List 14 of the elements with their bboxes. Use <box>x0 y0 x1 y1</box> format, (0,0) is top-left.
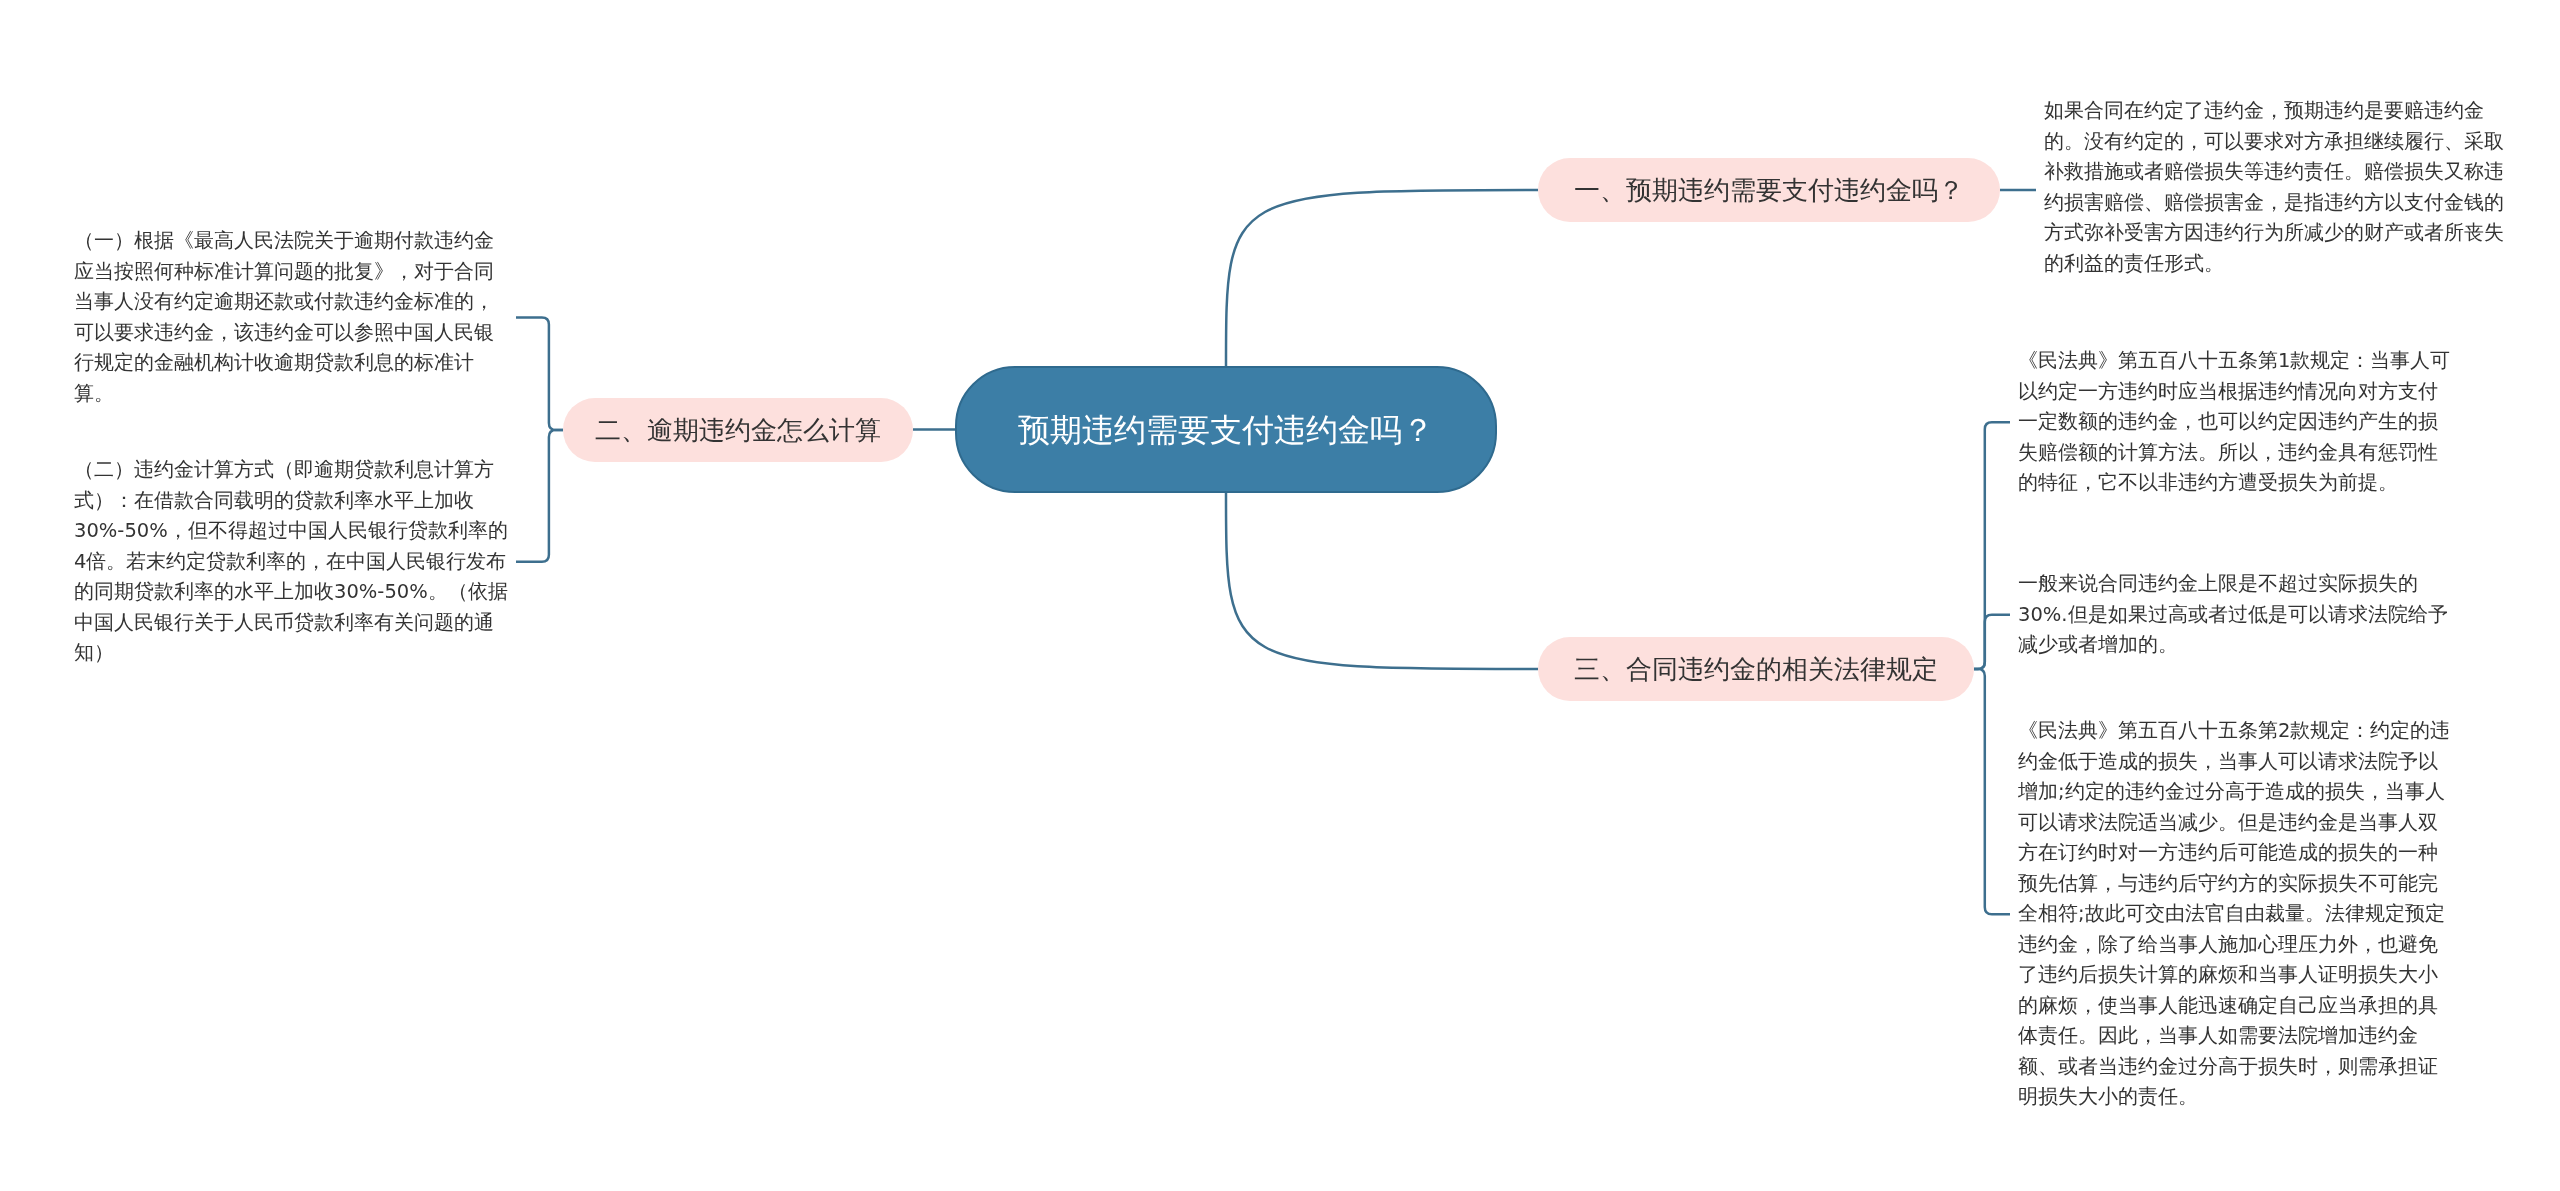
central-topic: 预期违约需要支付违约金吗？ <box>955 366 1497 493</box>
connector-line <box>2000 188 2036 192</box>
topic-pill: 三、合同违约金的相关法律规定 <box>1538 637 1974 701</box>
connector-line <box>1224 188 1538 366</box>
note-text: 如果合同在约定了违约金，预期违约是要赔违约金的。没有约定的，可以要求对方承担继续履行、采取补救措施或者赔偿损失等违约责任。赔偿损失又称违约损害赔偿、赔偿损害金，是指违约方以支付金钱的方式弥补受害方因违约行为所减少的财产或者所丧失的利益的责任形式。 <box>2036 92 2516 283</box>
topic-pill: 二、逾期违约金怎么计算 <box>563 398 913 462</box>
note-text: 《民法典》第五百八十五条第1款规定：当事人可以约定一方违约时应当根据违约情况向对方支付一定数额的违约金，也可以约定因违约产生的损失赔偿额的计算方法。所以，违约金具有惩罚性的特征，它不以非违约方遭受损失为前提。 <box>2010 342 2460 503</box>
note-text: （二）违约金计算方式（即逾期贷款利息计算方式）：在借款合同载明的贷款利率水平上加收30%-50%，但不得超过中国人民银行贷款利率的4倍。若末约定贷款利率的，在中国人民银行发布的同期贷款利率的水平上加收30%-50%。（依据中国人民银行关于人民币贷款利率有关问题的通知） <box>66 451 516 673</box>
note-text: （一）根据《最高人民法院关于逾期付款违约金应当按照何种标准计算问题的批复》，对于合同当事人没有约定逾期还款或付款违约金标准的，可以要求违约金，该违约金可以参照中国人民银行规定的金融机构计收逾期贷款利息的标准计算。 <box>66 222 516 413</box>
topic-pill: 一、预期违约需要支付违约金吗？ <box>1538 158 2000 222</box>
note-text: 一般来说合同违约金上限是不超过实际损失的30%.但是如果过高或者过低是可以请求法院给予减少或者增加的。 <box>2010 565 2460 665</box>
note-text: 《民法典》第五百八十五条第2款规定：约定的违约金低于造成的损失，当事人可以请求法院予以增加;约定的违约金过分高于造成的损失，当事人可以请求法院适当减少。但是违约金是当事人双方在订约时对一方违约后可能造成的损失的一种预先估算，与违约后守约方的实际损失不可能完全相符;故此可交由法官自由裁量。法律规定预定违约金，除了给当事人施加心理压力外，也避免了违约后损失计算的麻烦和当事人证明损失大小的麻烦，使当事人能迅速确定自己应当承担的具体责任。因此，当事人如需要法院增加违约金额、或者当违约金过分高于损失时，则需承担证明损失大小的责任。 <box>2010 712 2460 1117</box>
connector-line <box>913 428 955 431</box>
connector-line <box>1224 493 1538 671</box>
